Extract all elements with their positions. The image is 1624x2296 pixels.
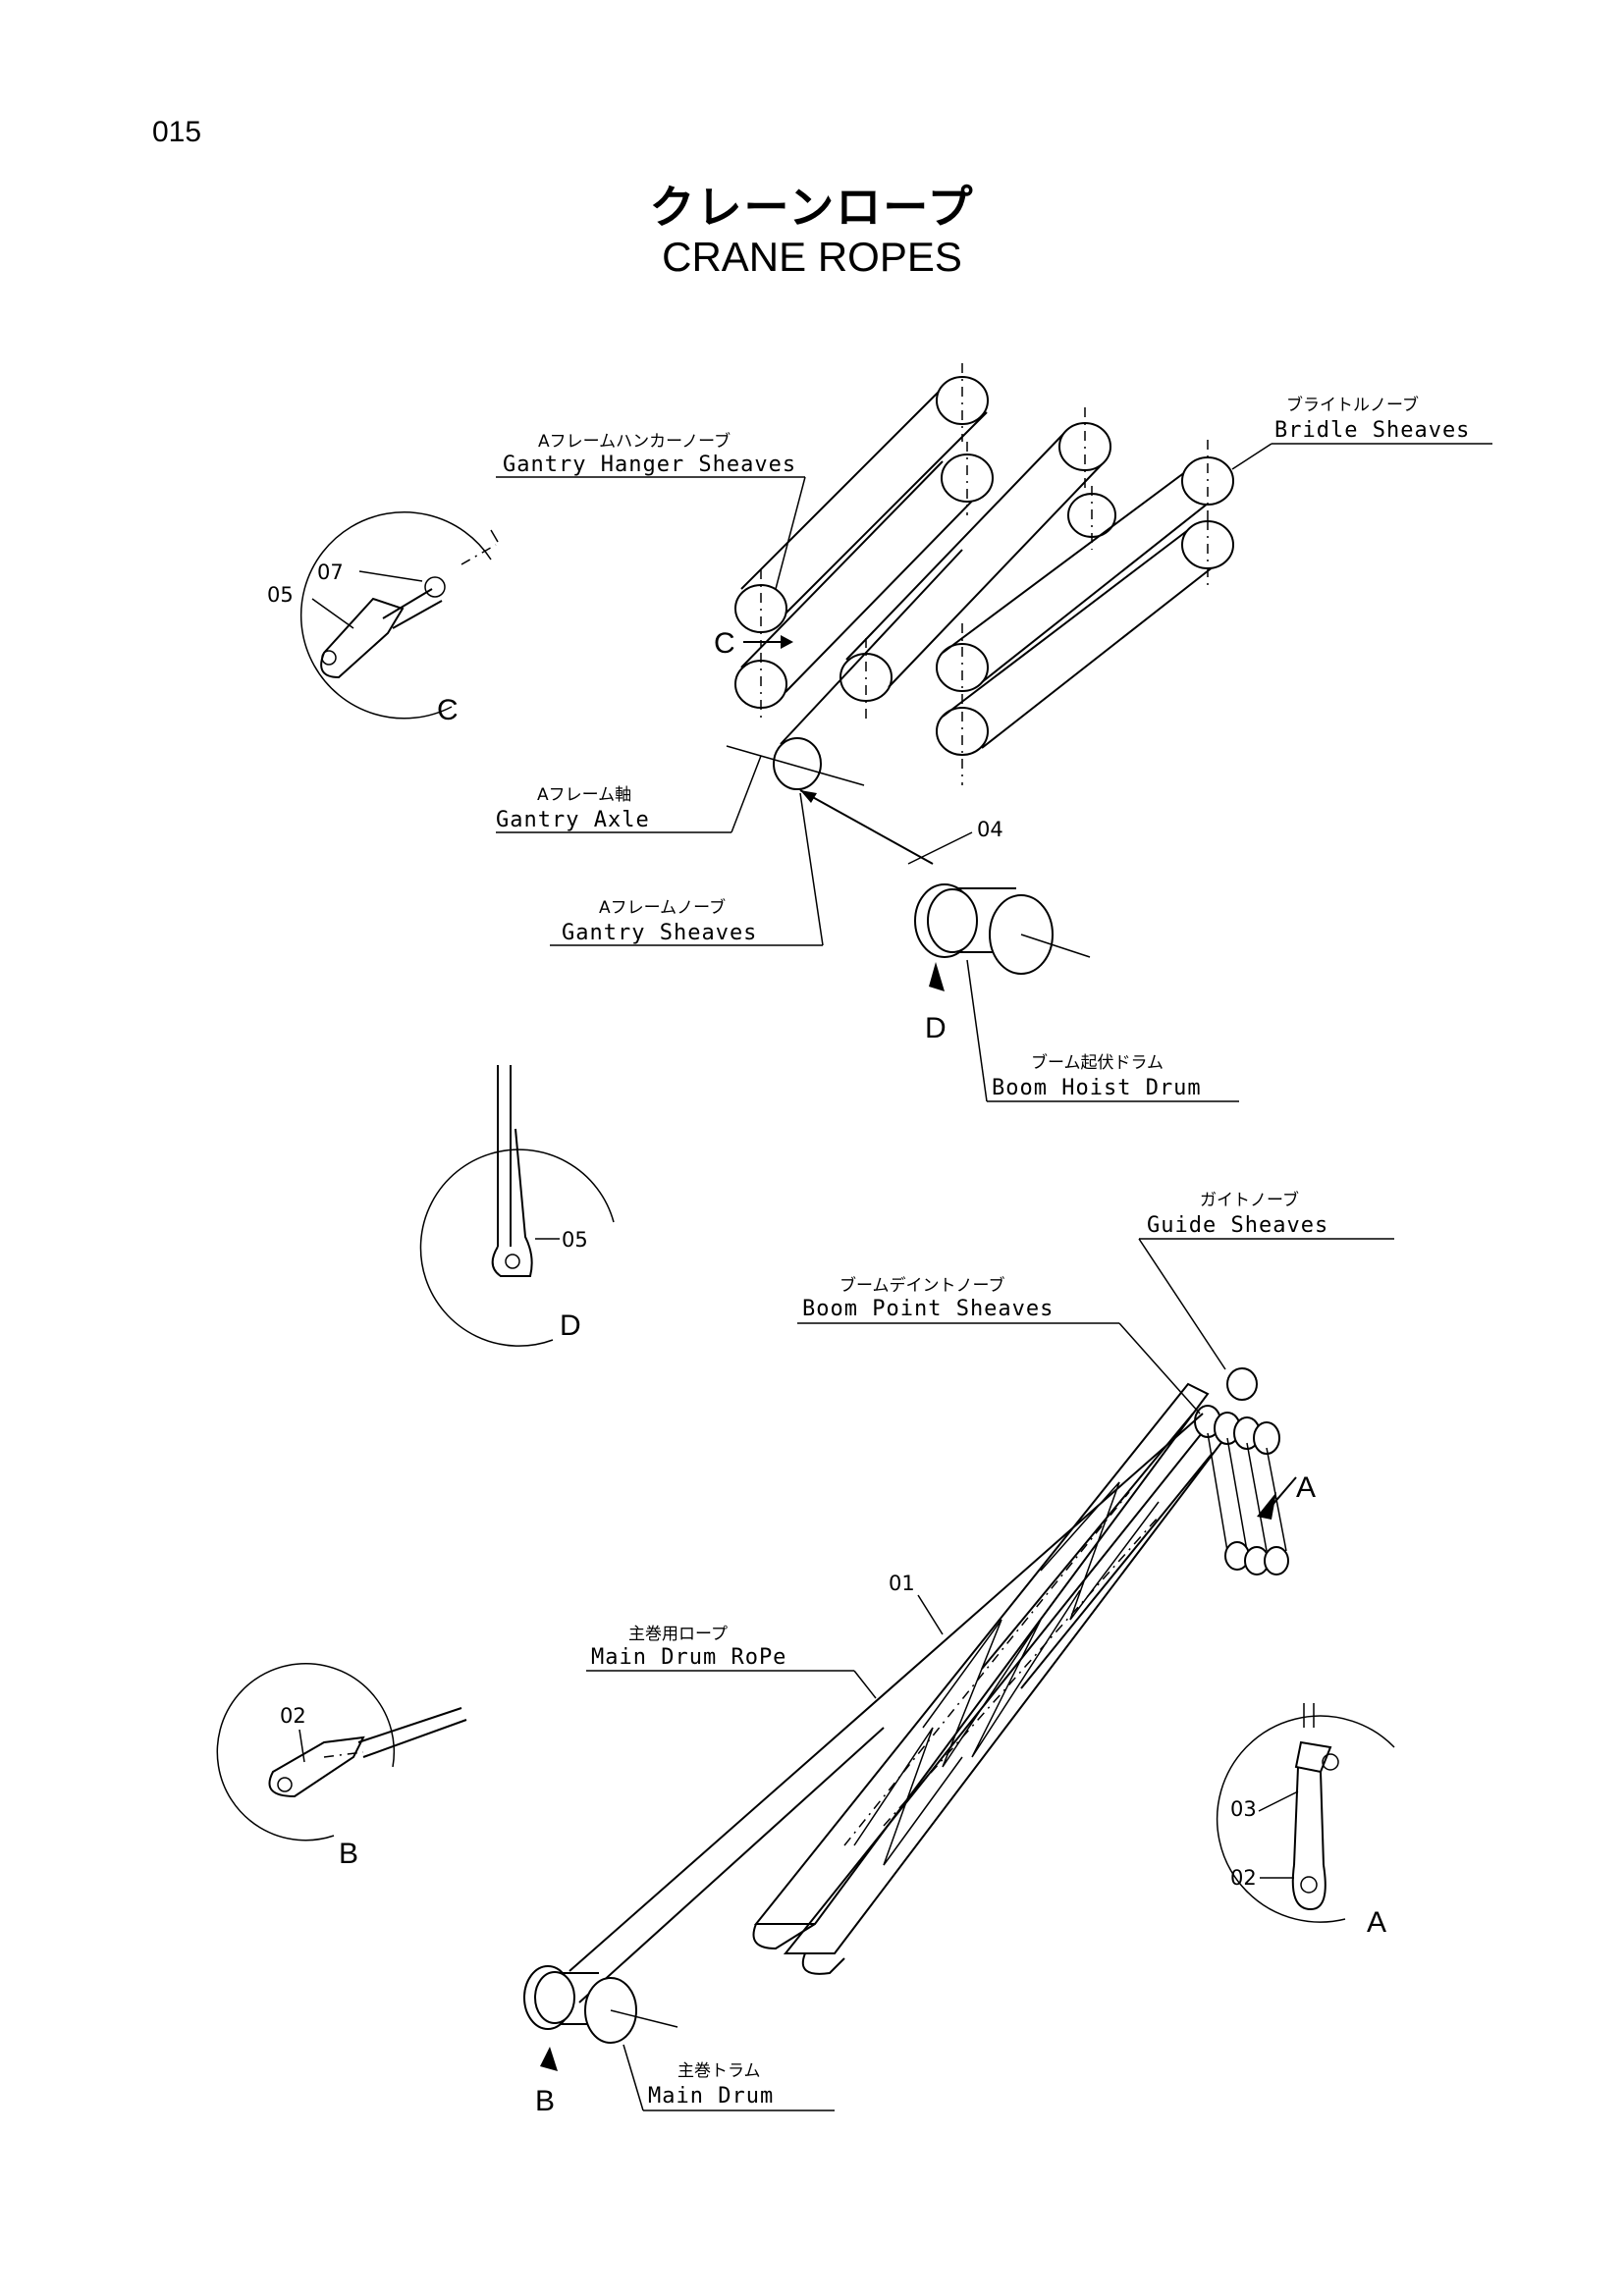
label-bridle-jp: ブライトルノーブ	[1286, 395, 1419, 415]
part-number-04: 04	[977, 818, 1003, 841]
detail-letter-d: D	[560, 1309, 581, 1342]
view-letter-c: C	[714, 627, 735, 660]
label-boom-hoist-jp: ブーム起伏ドラム	[1031, 1052, 1164, 1073]
label-gantry-sheaves-jp: Aフレームノーブ	[599, 897, 726, 918]
view-letter-a: A	[1296, 1471, 1316, 1504]
detail-letter-b: B	[339, 1838, 358, 1870]
part-number-03: 03	[1230, 1797, 1257, 1821]
detail-letter-a: A	[1367, 1906, 1386, 1939]
label-main-rope-jp: 主巻用ロープ	[628, 1625, 728, 1644]
label-gantry-axle-en: Gantry Axle	[496, 808, 650, 832]
gantry-sheave-assembly: C	[714, 363, 1234, 865]
label-gantry-sheaves-en: Gantry Sheaves	[562, 921, 757, 945]
label-main-rope-en: Main Drum RoPe	[591, 1645, 786, 1670]
view-letter-d: D	[925, 1012, 947, 1044]
label-guide-jp: ガイトノーブ	[1200, 1190, 1299, 1210]
boom-assembly: A B	[523, 1367, 1316, 2117]
title-english: CRANE ROPES	[662, 234, 962, 280]
label-gantry-hanger-jp: Aフレームハンカーノーブ	[538, 431, 731, 452]
boom-hoist-drum: D	[914, 883, 1091, 1044]
label-boom-point-en: Boom Point Sheaves	[802, 1297, 1054, 1321]
detail-b: 02 B	[216, 1662, 467, 1870]
title-japanese: クレーンロープ	[649, 181, 975, 234]
lower-labels: ガイトノーブ Guide Sheaves ブームデイントノーブ Boom Poi…	[586, 1190, 1394, 2111]
part-number-05-c: 05	[267, 583, 294, 607]
label-boom-point-jp: ブームデイントノーブ	[839, 1275, 1004, 1296]
view-letter-b: B	[535, 2085, 555, 2117]
detail-d: 05 D	[419, 1065, 615, 1347]
label-gantry-hanger-en: Gantry Hanger Sheaves	[503, 453, 796, 477]
detail-c: 07 05 C	[267, 511, 499, 726]
part-number-05-d: 05	[562, 1228, 588, 1252]
label-bridle-en: Bridle Sheaves	[1274, 418, 1470, 443]
part-number-02-b: 02	[280, 1704, 306, 1728]
detail-letter-c: C	[437, 694, 459, 726]
part-number-02-a: 02	[1230, 1866, 1257, 1890]
label-guide-en: Guide Sheaves	[1147, 1213, 1328, 1238]
page-number: 015	[152, 116, 202, 148]
upper-labels: Aフレームハンカーノーブ Gantry Hanger Sheaves ブライトル…	[496, 395, 1492, 1102]
label-gantry-axle-jp: Aフレーム軸	[537, 785, 631, 805]
label-main-drum-en: Main Drum	[648, 2084, 774, 2109]
label-main-drum-jp: 主巻トラム	[677, 2061, 761, 2081]
detail-a: 03 02 A	[1216, 1703, 1395, 1939]
part-number-01: 01	[889, 1572, 915, 1595]
part-number-07: 07	[317, 561, 344, 584]
label-boom-hoist-en: Boom Hoist Drum	[992, 1076, 1202, 1100]
